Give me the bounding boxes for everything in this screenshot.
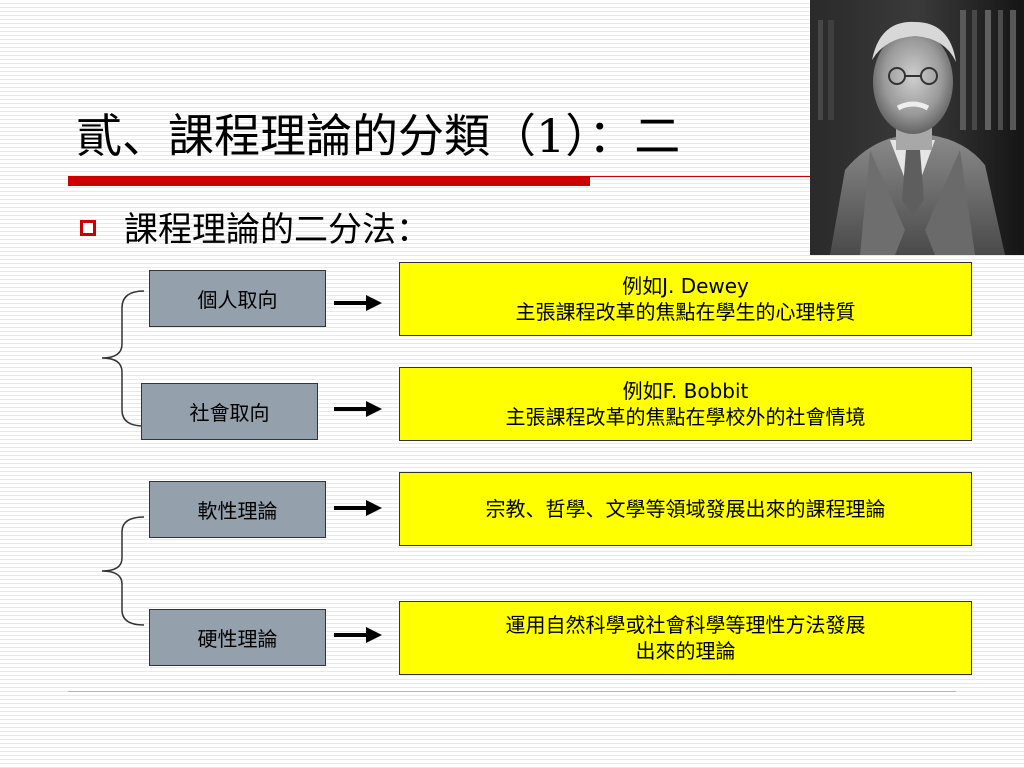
footer-divider bbox=[68, 691, 956, 692]
description-line: 運用自然科學或社會科學等理性方法發展 bbox=[505, 613, 866, 637]
category-box-social: 社會取向 bbox=[141, 383, 318, 440]
category-box-personal: 個人取向 bbox=[149, 270, 326, 327]
category-box-soft-theory: 軟性理論 bbox=[149, 481, 326, 538]
description-line: 主張課程改革的焦點在學校外的社會情境 bbox=[505, 405, 866, 429]
description-prefix: 例如 bbox=[622, 274, 663, 298]
description-box-social: 例如F. Bobbit 主張課程改革的焦點在學校外的社會情境 bbox=[399, 367, 972, 441]
category-label: 硬性理論 bbox=[197, 627, 278, 651]
description-box-personal: 例如J. Dewey 主張課程改革的焦點在學生的心理特質 bbox=[399, 262, 972, 336]
right-arrow-icon bbox=[334, 627, 382, 643]
curly-brace-icon bbox=[101, 516, 145, 626]
right-arrow-icon bbox=[334, 295, 382, 311]
portrait-photo bbox=[810, 0, 1024, 255]
description-name: F. Bobbit bbox=[662, 379, 749, 403]
description-line: 主張課程改革的焦點在學生的心理特質 bbox=[515, 300, 856, 324]
description-line: 宗教、哲學、文學等領域發展出來的課程理論 bbox=[485, 497, 886, 521]
slide-title: 貳、課程理論的分類（1）：二 bbox=[76, 109, 681, 163]
category-label: 軟性理論 bbox=[197, 499, 278, 523]
title-underline-thick bbox=[68, 176, 590, 186]
description-box-soft-theory: 宗教、哲學、文學等領域發展出來的課程理論 bbox=[399, 472, 972, 546]
category-label: 社會取向 bbox=[189, 401, 270, 425]
description-prefix: 例如 bbox=[622, 379, 663, 403]
category-box-hard-theory: 硬性理論 bbox=[149, 609, 326, 666]
hollow-square-bullet-icon bbox=[80, 220, 96, 236]
curly-brace-icon bbox=[101, 290, 145, 427]
right-arrow-icon bbox=[334, 500, 382, 516]
title-underline-thin bbox=[590, 176, 810, 177]
right-arrow-icon bbox=[334, 401, 382, 417]
description-box-hard-theory: 運用自然科學或社會科學等理性方法發展 出來的理論 bbox=[399, 601, 972, 675]
description-line: 出來的理論 bbox=[635, 639, 736, 663]
description-name: J. Dewey bbox=[662, 274, 749, 298]
category-label: 個人取向 bbox=[197, 288, 278, 312]
bullet-text: 課程理論的二分法： bbox=[124, 210, 430, 250]
